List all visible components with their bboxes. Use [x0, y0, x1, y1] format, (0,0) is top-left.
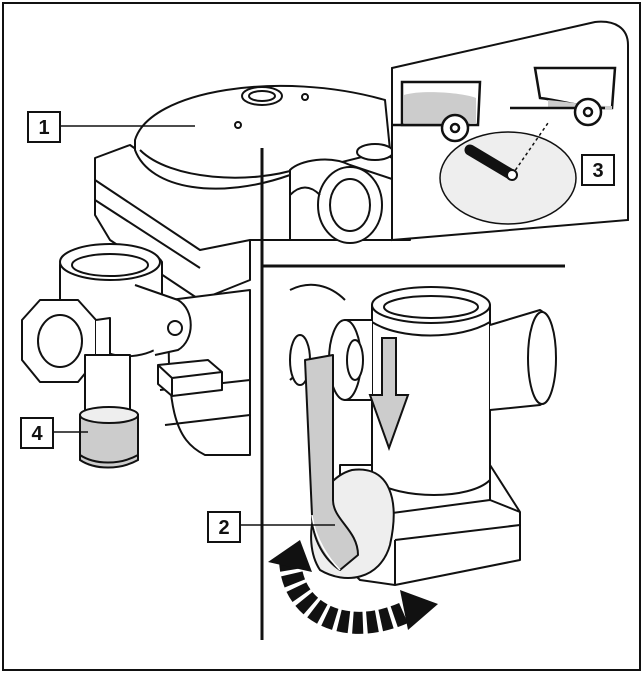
valve-left-port-bore	[346, 339, 364, 381]
rotation-arrow-body	[279, 558, 415, 634]
rotation-arrowhead-end	[400, 590, 438, 630]
fitting-lug-bolt	[167, 320, 183, 336]
cover-port-1-inner	[248, 90, 276, 102]
callout-2: 2	[207, 511, 241, 543]
lever-arm-highlight	[311, 514, 341, 571]
drain-sleeve-bottom-rim	[79, 454, 139, 464]
trailer-loaded-icon	[392, 80, 482, 143]
rotation-arrowhead-start	[268, 540, 312, 572]
trailer-empty-icon	[510, 66, 617, 127]
inset-panel	[391, 20, 629, 242]
callout-3: 3	[581, 154, 615, 186]
valve-cylinder-rim	[371, 321, 491, 337]
upper-fitting-port-inner	[329, 178, 371, 232]
lever-position-handle	[464, 144, 518, 181]
trailer-empty-hub	[582, 106, 594, 118]
cover-bolt-2	[234, 121, 242, 129]
valve-side-port-face	[527, 311, 557, 405]
callout-1-box	[27, 111, 61, 143]
valve-cylinder-bore	[383, 295, 479, 319]
drain-sleeve-body	[79, 414, 139, 469]
callout-1-label: 1	[38, 117, 49, 139]
drain-sleeve	[79, 406, 139, 469]
upper-detail-fitting	[289, 158, 396, 244]
callout-2-box	[207, 511, 241, 543]
lever-arm	[304, 354, 359, 571]
rotation-arrow-icon	[268, 540, 438, 634]
drain-sleeve-top	[79, 406, 139, 424]
housing-tab-edges	[157, 364, 223, 396]
side-fitting-top-inner	[71, 253, 149, 277]
callout-4-label: 4	[31, 423, 43, 445]
upper-fitting-thread	[289, 186, 321, 196]
fitting-lug	[134, 284, 192, 356]
flange-edge	[94, 179, 251, 251]
callout-1: 1	[27, 111, 61, 143]
trailer-loaded-hub	[449, 122, 461, 134]
housing-tab	[157, 359, 223, 397]
lever-assembly	[304, 354, 395, 579]
cover-rim	[139, 149, 301, 179]
base-plate-lower-edges	[394, 524, 521, 585]
hex-nut-side	[95, 317, 111, 361]
callout-3-box	[581, 154, 615, 186]
callout-4-box	[20, 417, 54, 449]
hex-nut-bore	[37, 314, 83, 368]
callout-2-label: 2	[218, 517, 229, 539]
flow-direction-arrow-icon	[368, 337, 410, 451]
callout-4: 4	[20, 417, 54, 449]
callout-3-label: 3	[592, 160, 603, 182]
lever-position-reference	[511, 122, 549, 176]
housing-line-2	[164, 414, 251, 426]
cover-port-2	[356, 143, 394, 161]
lever-position-pivot	[506, 169, 518, 181]
lever-position-icon	[439, 122, 577, 225]
flange-edge-lower	[94, 199, 201, 269]
cover-bolt-1	[301, 93, 309, 101]
thread-fragment-1	[289, 283, 346, 301]
